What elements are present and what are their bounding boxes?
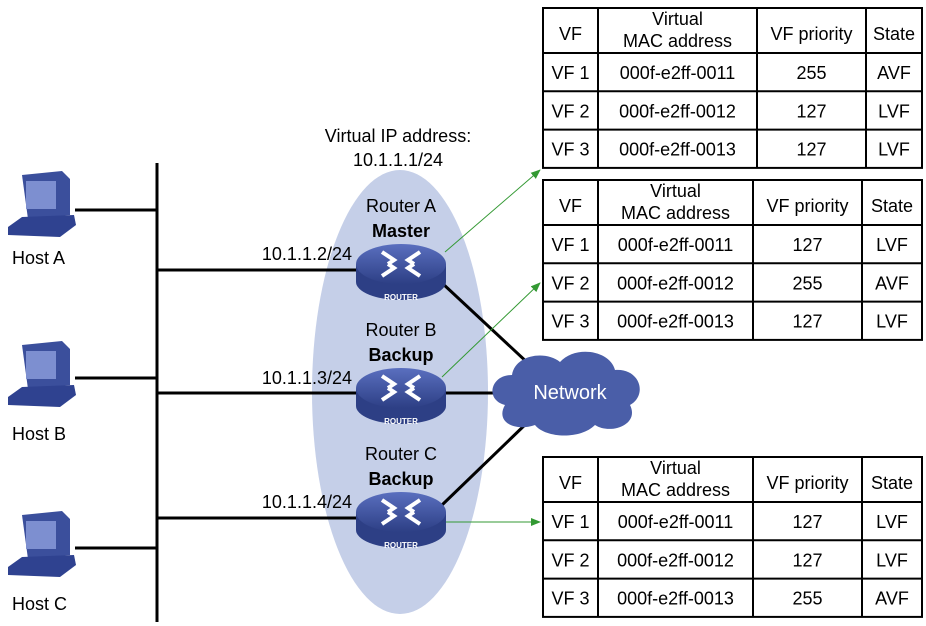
table-header: State bbox=[871, 473, 913, 493]
router-ip: 10.1.1.3/24 bbox=[262, 368, 352, 388]
router-ip: 10.1.1.2/24 bbox=[262, 244, 352, 264]
table-cell: 000f-e2ff-0012 bbox=[619, 101, 736, 121]
table-cell: 255 bbox=[796, 63, 826, 83]
virtual-ip-value: 10.1.1.1/24 bbox=[353, 150, 443, 170]
table-cell: 000f-e2ff-0013 bbox=[617, 589, 734, 609]
table-cell: LVF bbox=[878, 101, 910, 121]
table-cell: VF 3 bbox=[551, 589, 589, 609]
table-cell: 000f-e2ff-0012 bbox=[617, 550, 734, 570]
table-cell: 127 bbox=[796, 140, 826, 160]
table-cell: VF 3 bbox=[551, 312, 589, 332]
virtual-ip-label: Virtual IP address: bbox=[325, 126, 471, 146]
table-cell: VF 2 bbox=[551, 273, 589, 293]
table-cell: 000f-e2ff-0011 bbox=[618, 235, 733, 255]
host-c: Host C bbox=[8, 511, 76, 614]
router-icon: ROUTER bbox=[356, 492, 446, 550]
table-cell: LVF bbox=[876, 235, 908, 255]
table-cell: 000f-e2ff-0012 bbox=[617, 273, 734, 293]
table-header: State bbox=[871, 196, 913, 216]
router-ip: 10.1.1.4/24 bbox=[262, 492, 352, 512]
router-name: Router A bbox=[366, 196, 436, 216]
router-icon: ROUTER bbox=[356, 244, 446, 302]
router-c-network-link bbox=[440, 418, 532, 507]
table-cell: 255 bbox=[792, 589, 822, 609]
table-header: VF bbox=[559, 24, 582, 44]
table-cell: AVF bbox=[877, 63, 911, 83]
table-cell: AVF bbox=[875, 273, 909, 293]
table-cell: LVF bbox=[876, 312, 908, 332]
table-cell: VF 1 bbox=[551, 235, 589, 255]
router-icon-label: ROUTER bbox=[384, 293, 418, 302]
table-cell: LVF bbox=[878, 140, 910, 160]
router-icon-label: ROUTER bbox=[384, 541, 418, 550]
network-label: Network bbox=[533, 382, 607, 404]
table-cell: 127 bbox=[796, 101, 826, 121]
host-label: Host B bbox=[12, 424, 66, 444]
router-name: Router C bbox=[365, 444, 437, 464]
router-name: Router B bbox=[365, 320, 436, 340]
table-cell: 000f-e2ff-0013 bbox=[617, 312, 734, 332]
router-icon-label: ROUTER bbox=[384, 417, 418, 426]
table-cell: LVF bbox=[876, 512, 908, 532]
arrow-router-b-table bbox=[441, 282, 541, 378]
table-cell: VF 2 bbox=[551, 550, 589, 570]
computer-icon bbox=[8, 341, 76, 407]
table-cell: VF 1 bbox=[551, 512, 589, 532]
router-role: Master bbox=[372, 221, 430, 241]
table-cell: 000f-e2ff-0011 bbox=[618, 512, 733, 532]
router-role: Backup bbox=[368, 345, 433, 365]
router-role: Backup bbox=[368, 469, 433, 489]
table-cell: 127 bbox=[792, 235, 822, 255]
table-cell: VF 2 bbox=[551, 101, 589, 121]
table-header: VF priority bbox=[770, 24, 852, 44]
table-cell: 000f-e2ff-0013 bbox=[619, 140, 736, 160]
table-cell: 127 bbox=[792, 512, 822, 532]
computer-icon bbox=[8, 511, 76, 577]
table-header: VF bbox=[559, 473, 582, 493]
table-cell: 000f-e2ff-0011 bbox=[620, 63, 735, 83]
table-cell: 127 bbox=[792, 550, 822, 570]
computer-icon bbox=[8, 171, 76, 237]
host-b: Host B bbox=[8, 341, 76, 444]
table-header: State bbox=[873, 24, 915, 44]
table-header: VF bbox=[559, 196, 582, 216]
table-header: VF priority bbox=[766, 473, 848, 493]
table-header: VF priority bbox=[766, 196, 848, 216]
table-cell: 255 bbox=[792, 273, 822, 293]
network-cloud: Network bbox=[492, 351, 640, 436]
host-label: Host A bbox=[12, 248, 65, 268]
table-cell: AVF bbox=[875, 589, 909, 609]
table-cell: VF 3 bbox=[551, 140, 589, 160]
table-cell: VF 1 bbox=[551, 63, 589, 83]
host-label: Host C bbox=[12, 594, 67, 614]
table-cell: LVF bbox=[876, 550, 908, 570]
router-a-network-link bbox=[440, 281, 532, 367]
table-cell: 127 bbox=[792, 312, 822, 332]
arrow-router-a-table bbox=[444, 169, 541, 253]
router-icon: ROUTER bbox=[356, 368, 446, 426]
host-a: Host A bbox=[8, 171, 76, 268]
